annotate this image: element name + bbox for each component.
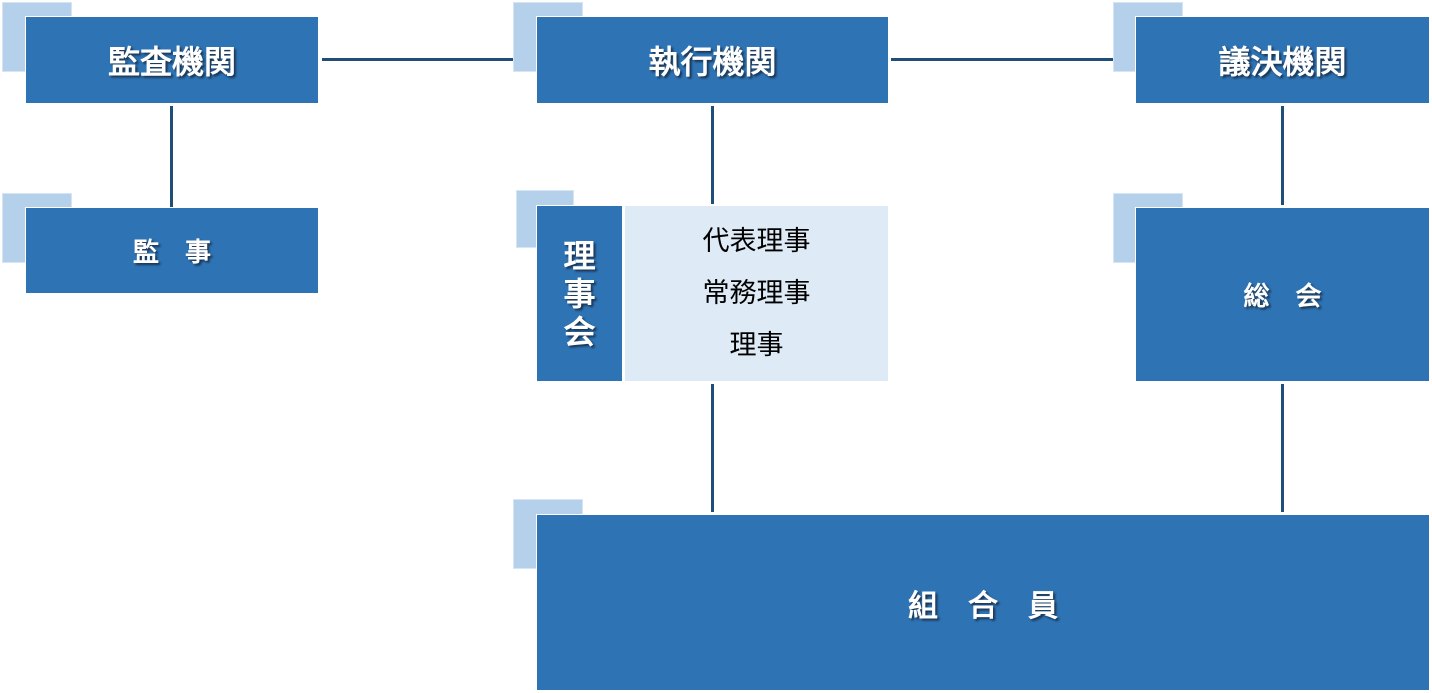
connector-meeting-members: [1281, 384, 1284, 512]
node-board: 理 事 会: [536, 205, 623, 382]
connector-board-members: [711, 384, 714, 512]
board-member-role: 代表理事: [702, 225, 811, 257]
connector-audit-auditor: [170, 106, 173, 207]
node-members: 組 合 員: [536, 514, 1430, 691]
board-char: 理: [563, 236, 596, 275]
connector-exec-board: [711, 106, 714, 204]
node-audit-org: 監査機関: [25, 16, 319, 104]
board-member-role: 理事: [729, 329, 784, 361]
node-legis-org: 議決機関: [1135, 16, 1430, 104]
board-members-panel: 代表理事 常務理事 理事: [625, 206, 888, 381]
connector-audit-exec: [322, 58, 517, 61]
node-general-meeting: 総 会: [1135, 207, 1430, 382]
board-char: 会: [563, 312, 596, 351]
connector-legis-meeting: [1281, 106, 1284, 205]
board-char: 事: [563, 274, 596, 313]
node-exec-org: 執行機関: [536, 16, 889, 104]
board-member-role: 常務理事: [702, 277, 811, 309]
connector-exec-legis: [891, 58, 1116, 61]
node-auditor: 監 事: [25, 207, 319, 294]
